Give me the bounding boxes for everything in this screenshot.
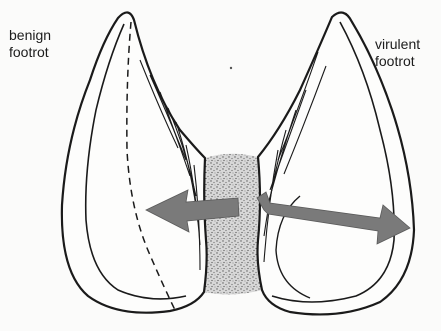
interdigital-space (204, 154, 262, 295)
stray-mark (230, 67, 232, 69)
right-claw-outline (258, 13, 415, 315)
